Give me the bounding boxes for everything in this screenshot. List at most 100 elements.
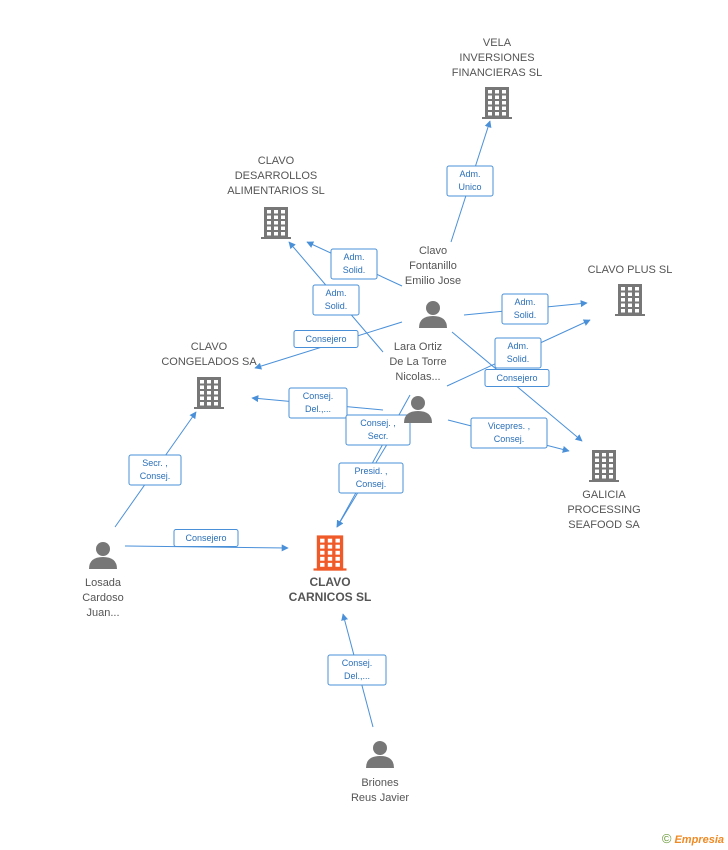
node-label: Nicolas... (395, 371, 440, 383)
role-badge[interactable]: Consejero (484, 369, 550, 387)
node-label: Losada (85, 577, 122, 589)
role-badge-label: Consej. , (360, 418, 396, 428)
role-badge-box (312, 284, 360, 316)
role-badge[interactable]: Consej. Del.,... (288, 387, 348, 419)
role-badge[interactable]: Consej. , Secr. (345, 414, 411, 446)
role-badge-label: Unico (458, 182, 481, 192)
role-badge-box (288, 387, 348, 419)
person-icon (89, 542, 117, 569)
role-badge-box (484, 369, 550, 387)
role-badge-box (173, 529, 239, 547)
role-badge-box (470, 417, 548, 449)
company-node-plus[interactable]: CLAVO PLUS SL (588, 264, 673, 316)
role-badge[interactable]: Adm. Solid. (330, 248, 378, 280)
node-label: Briones (361, 777, 399, 789)
role-badge-label: Consej. (303, 391, 334, 401)
role-badge-label: Consej. (342, 658, 373, 668)
node-label: Cardoso (82, 592, 124, 604)
node-label: Emilio Jose (405, 275, 461, 287)
role-badge-label: Del.,... (305, 404, 331, 414)
role-badge-label: Secr. (368, 431, 389, 441)
company-node-desarrollos[interactable]: CLAVO DESARROLLOS ALIMENTARIOS SL (227, 155, 325, 239)
node-label: CLAVO (309, 575, 350, 589)
role-badge-label: Secr. , (142, 458, 168, 468)
role-badge-label: Solid. (325, 301, 348, 311)
node-label: De La Torre (389, 356, 446, 368)
node-label: SEAFOOD SA (568, 519, 640, 531)
role-badge-label: Adm. (325, 288, 346, 298)
building-icon (482, 87, 512, 119)
brand-logo: Empresia (674, 834, 724, 846)
person-node-losada[interactable]: LosadaCardosoJuan... (82, 542, 124, 619)
company-node-congelados[interactable]: CLAVO CONGELADOS SA (161, 341, 257, 409)
role-badge-label: Adm. (459, 169, 480, 179)
role-badge-label: Solid. (507, 354, 530, 364)
role-badge-label: Solid. (514, 310, 537, 320)
role-badge-box (338, 462, 404, 494)
role-badge-label: Consejero (185, 533, 226, 543)
node-label: Lara Ortiz (394, 341, 442, 353)
node-label: FINANCIERAS SL (452, 67, 542, 79)
role-badge-box (293, 330, 359, 348)
role-badge-label: Consej. (494, 434, 525, 444)
role-badge-box (330, 248, 378, 280)
person-icon (404, 396, 432, 423)
role-badge-label: Consej. (356, 479, 387, 489)
role-badge[interactable]: Adm. Solid. (312, 284, 360, 316)
role-badge-label: Consejero (496, 373, 537, 383)
role-badge-box (446, 165, 494, 197)
node-label: Juan... (86, 607, 119, 619)
role-badge-label: Del.,... (344, 671, 370, 681)
role-badge-label: Adm. (507, 341, 528, 351)
copyright-icon: © (661, 831, 672, 846)
role-badge-box (327, 654, 387, 686)
role-badge[interactable]: Adm. Solid. (501, 293, 549, 325)
company-node-galicia[interactable]: GALICIA PROCESSING SEAFOOD SA (567, 450, 641, 531)
role-badge-label: Adm. (514, 297, 535, 307)
role-badge-label: Vicepres. , (488, 421, 530, 431)
node-label: Reus Javier (351, 792, 409, 804)
node-label: PROCESSING (567, 504, 640, 516)
role-badge-label: Presid. , (354, 466, 387, 476)
role-badge-label: Consejero (305, 334, 346, 344)
node-label: CLAVO (258, 155, 295, 167)
building-icon (261, 207, 291, 239)
role-badge[interactable]: Adm. Solid. (494, 337, 542, 369)
footer-brand: ©Empresia (662, 831, 724, 846)
role-badge-label: Consej. (140, 471, 171, 481)
role-badge[interactable]: Consej. Del.,... (327, 654, 387, 686)
role-badge[interactable]: Adm. Unico (446, 165, 494, 197)
node-label: Fontanillo (409, 260, 457, 272)
node-label: DESARROLLOS (235, 170, 318, 182)
person-node-lara[interactable]: Lara Ortiz De La TorreNicolas... (389, 341, 447, 423)
role-badge[interactable]: Secr. , Consej. (128, 454, 182, 486)
role-badge-box (128, 454, 182, 486)
person-icon (419, 301, 447, 328)
role-badge[interactable]: Consejero (293, 330, 359, 348)
building-icon (194, 377, 224, 409)
building-icon (313, 535, 347, 571)
node-label: CLAVO (191, 341, 228, 353)
role-badge-box (494, 337, 542, 369)
person-icon (366, 741, 394, 768)
role-badge-label: Solid. (343, 265, 366, 275)
node-label: ALIMENTARIOS SL (227, 185, 325, 197)
node-label: CLAVO PLUS SL (588, 264, 673, 276)
role-badge[interactable]: Consejero (173, 529, 239, 547)
role-badge[interactable]: Presid. , Consej. (338, 462, 404, 494)
node-label: INVERSIONES (459, 52, 534, 64)
role-badge-box (501, 293, 549, 325)
role-badge-label: Adm. (343, 252, 364, 262)
building-icon (615, 284, 645, 316)
node-label: CONGELADOS SA (161, 356, 257, 368)
role-badge[interactable]: Vicepres. , Consej. (470, 417, 548, 449)
node-label: GALICIA (582, 489, 626, 501)
node-label: Clavo (419, 245, 447, 257)
role-badge-box (345, 414, 411, 446)
node-label: CARNICOS SL (289, 590, 372, 604)
